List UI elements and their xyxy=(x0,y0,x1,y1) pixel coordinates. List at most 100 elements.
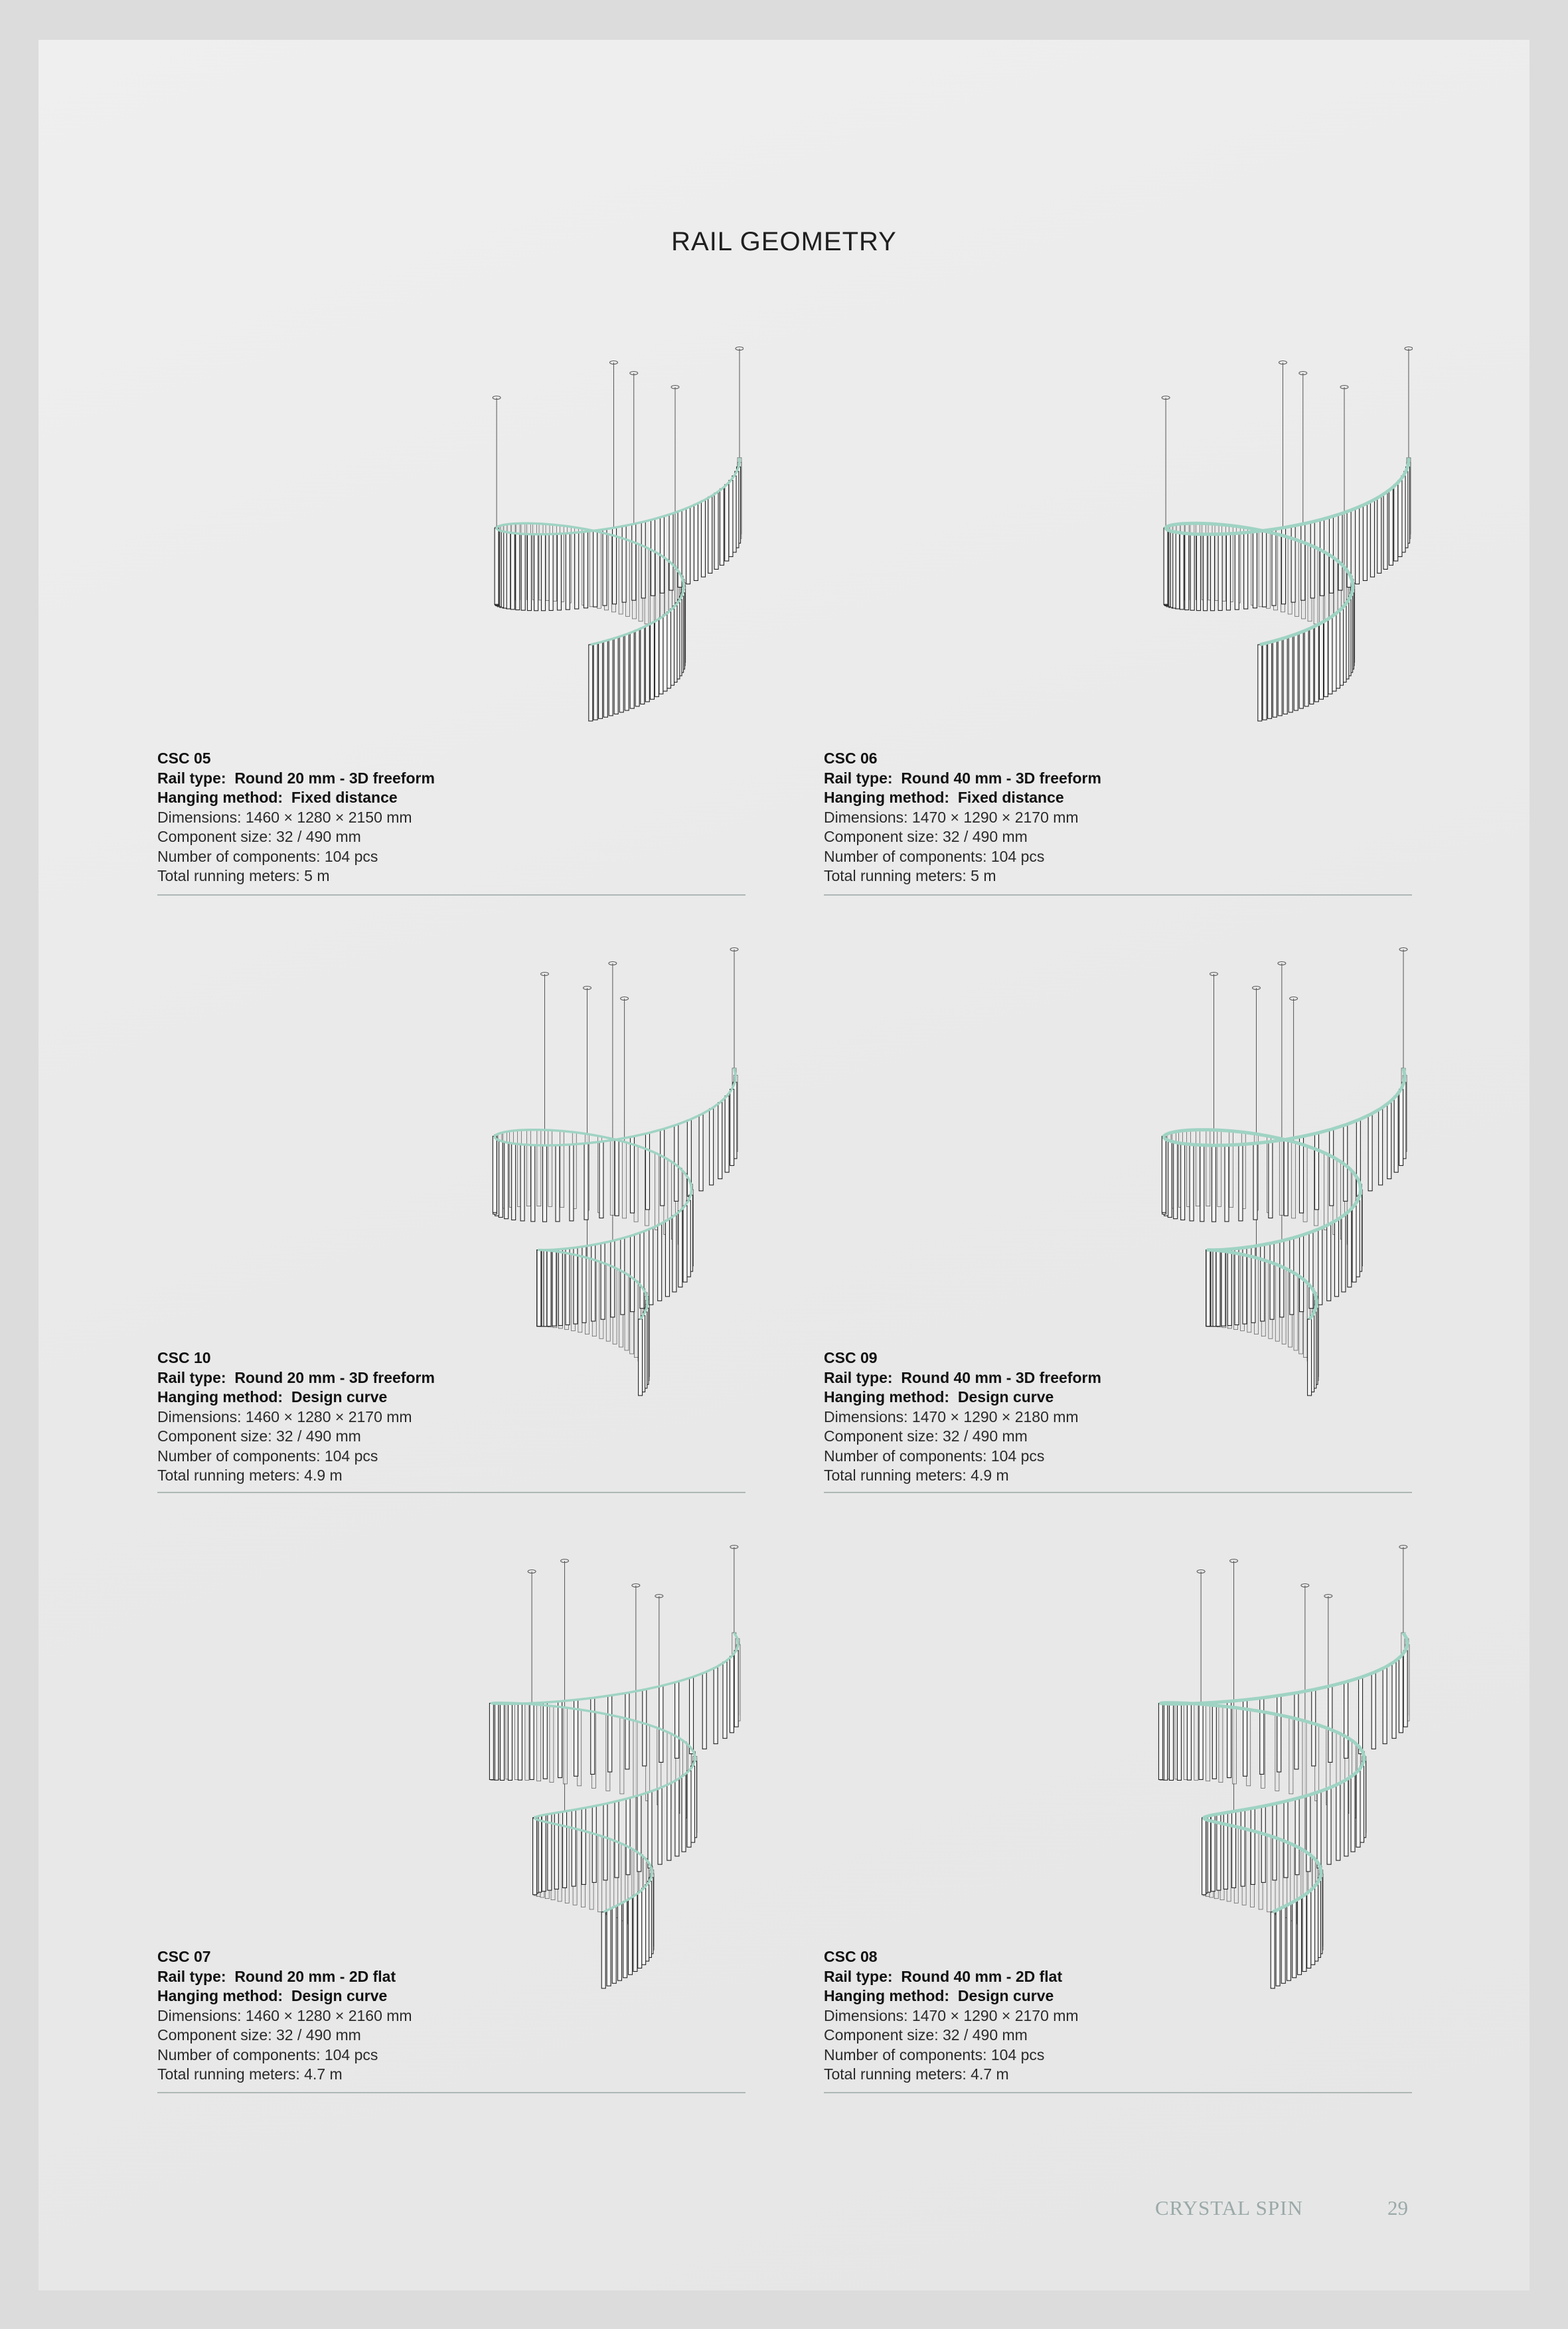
crystal-tube xyxy=(526,534,532,611)
crystal-tube xyxy=(654,619,659,697)
crystal-tube xyxy=(1234,1247,1239,1326)
crystal-tube xyxy=(1393,1095,1399,1173)
crystal-tube xyxy=(1238,1144,1243,1222)
crystal-tube xyxy=(603,1803,608,1881)
rail-type-value: Round 40 mm - 3D freeform xyxy=(901,1368,1101,1386)
running-meters: Total running meters: 4.7 m xyxy=(824,2065,1009,2083)
hanging-method: Hanging method: Design curve xyxy=(824,1388,1101,1407)
crystal-tube xyxy=(1218,1706,1223,1783)
divider xyxy=(157,894,745,896)
dimensions: Dimensions: 1470 × 1290 × 2170 mm xyxy=(824,2006,1079,2024)
crystal-tube xyxy=(532,1818,538,1895)
crystal-tube xyxy=(1332,614,1337,692)
rail-type-value: Round 20 mm - 3D freeform xyxy=(234,769,435,787)
crystal-tube xyxy=(563,1707,568,1785)
crystal-tube xyxy=(1336,1783,1341,1861)
divider xyxy=(824,1492,1412,1493)
chandelier-illustration xyxy=(489,1545,741,1989)
crystal-tube xyxy=(649,622,655,700)
crystal-tube xyxy=(1215,1249,1221,1327)
crystal-tube xyxy=(1318,1228,1323,1305)
crystal-tube xyxy=(492,1135,497,1213)
hanging-method-value: Design curve xyxy=(291,1388,388,1405)
hanging-method-label: Hanging method: xyxy=(824,1987,950,2004)
crystal-tube xyxy=(534,534,539,611)
crystal-tube xyxy=(1259,1697,1265,1775)
rail xyxy=(1164,457,1411,647)
crystal-tube xyxy=(498,1141,503,1218)
crystal-tube xyxy=(1388,488,1393,566)
crystal-tube xyxy=(1326,1787,1332,1865)
component-count: Number of components: 104 pcs xyxy=(157,1447,378,1465)
crystal-tube xyxy=(1393,484,1399,562)
component-size: Component size: 32 / 490 mm xyxy=(824,1427,1028,1445)
crystal-tube xyxy=(678,1210,683,1288)
crystal-tube xyxy=(1288,635,1293,713)
crystal-tube xyxy=(597,531,601,609)
rail-type-value: Round 20 mm - 2D flat xyxy=(234,1967,396,1985)
ceiling-canopy-icon xyxy=(1251,986,1261,990)
crystal-tube xyxy=(625,1692,630,1770)
hanging-method-label: Hanging method: xyxy=(824,1388,950,1405)
crystal-tube xyxy=(728,479,734,558)
crystal-tube xyxy=(588,644,593,722)
ceiling-canopy-icon xyxy=(670,385,680,389)
rail-type: Rail type: Round 40 mm - 3D freeform xyxy=(824,1368,1101,1388)
rail-type-label: Rail type: xyxy=(157,769,226,787)
running-meters: Total running meters: 5 m xyxy=(824,867,996,884)
crystal-tube xyxy=(1202,1818,1207,1895)
crystal-tube xyxy=(655,1153,659,1230)
crystal-tube xyxy=(624,1273,629,1351)
crystal-tube xyxy=(584,1143,589,1220)
crystal-tube xyxy=(590,1697,595,1775)
product-code: CSC 08 xyxy=(824,1948,878,1965)
crystal-tube xyxy=(510,532,515,610)
crystal-tube xyxy=(1344,1779,1349,1857)
crystal-tube xyxy=(637,1795,642,1872)
crystal-tube xyxy=(1260,1244,1265,1322)
crystal-tube xyxy=(565,1247,570,1326)
crystal-tube xyxy=(730,1088,735,1166)
crystal-tube xyxy=(1242,1247,1247,1325)
crystal-tube xyxy=(637,1891,643,1969)
page-title: RAIL GEOMETRY xyxy=(671,227,897,256)
crystal-tube xyxy=(640,627,645,705)
crystal-tube xyxy=(547,1813,552,1891)
ceiling-canopy-icon xyxy=(1229,1559,1239,1563)
crystal-tube xyxy=(1173,1142,1178,1220)
crystal-tube xyxy=(1206,1704,1210,1782)
crystal-tube xyxy=(1186,1703,1192,1781)
crystal-tube xyxy=(1291,1141,1296,1219)
component-size: Component size: 32 / 490 mm xyxy=(157,828,361,845)
ceiling-canopy-icon xyxy=(1277,961,1287,965)
crystal-tube xyxy=(540,534,546,611)
rail-type: Rail type: Round 40 mm - 2D flat xyxy=(824,1967,1079,1987)
crystal-tube xyxy=(1217,533,1223,611)
crystal-tube xyxy=(1310,521,1315,599)
crystal-tube xyxy=(1391,1661,1397,1739)
product-code: CSC 09 xyxy=(824,1349,878,1366)
crystal-tube xyxy=(681,1775,686,1852)
crystal-tube xyxy=(548,533,554,611)
crystal-tube xyxy=(674,1681,680,1759)
crystal-tube xyxy=(682,1205,688,1283)
crystal-tube xyxy=(1262,643,1267,720)
crystal-tube xyxy=(558,1701,563,1779)
crystal-tube xyxy=(665,1220,670,1297)
crystal-tube xyxy=(1272,640,1277,718)
hanging-method-label: Hanging method: xyxy=(157,1388,283,1405)
ceiling-canopy-icon xyxy=(1209,972,1218,976)
crystal-tube xyxy=(1338,513,1343,591)
crystal-tube xyxy=(1272,1803,1277,1881)
divider xyxy=(824,2092,1412,2093)
crystal-tube xyxy=(546,1249,552,1327)
crystal-tube xyxy=(1270,1911,1275,1989)
footer-brand: CRYSTAL SPIN xyxy=(1155,2196,1303,2219)
crystal-tube xyxy=(1176,1703,1182,1781)
crystal-tube xyxy=(573,1247,578,1325)
crystal-tube xyxy=(1399,1088,1404,1166)
product-spec: CSC 08 Rail type: Round 40 mm - 2D flat … xyxy=(824,1947,1079,2085)
ceiling-canopy-icon xyxy=(582,986,591,990)
rail xyxy=(490,1632,740,1913)
crystal-tube xyxy=(1341,1215,1346,1293)
